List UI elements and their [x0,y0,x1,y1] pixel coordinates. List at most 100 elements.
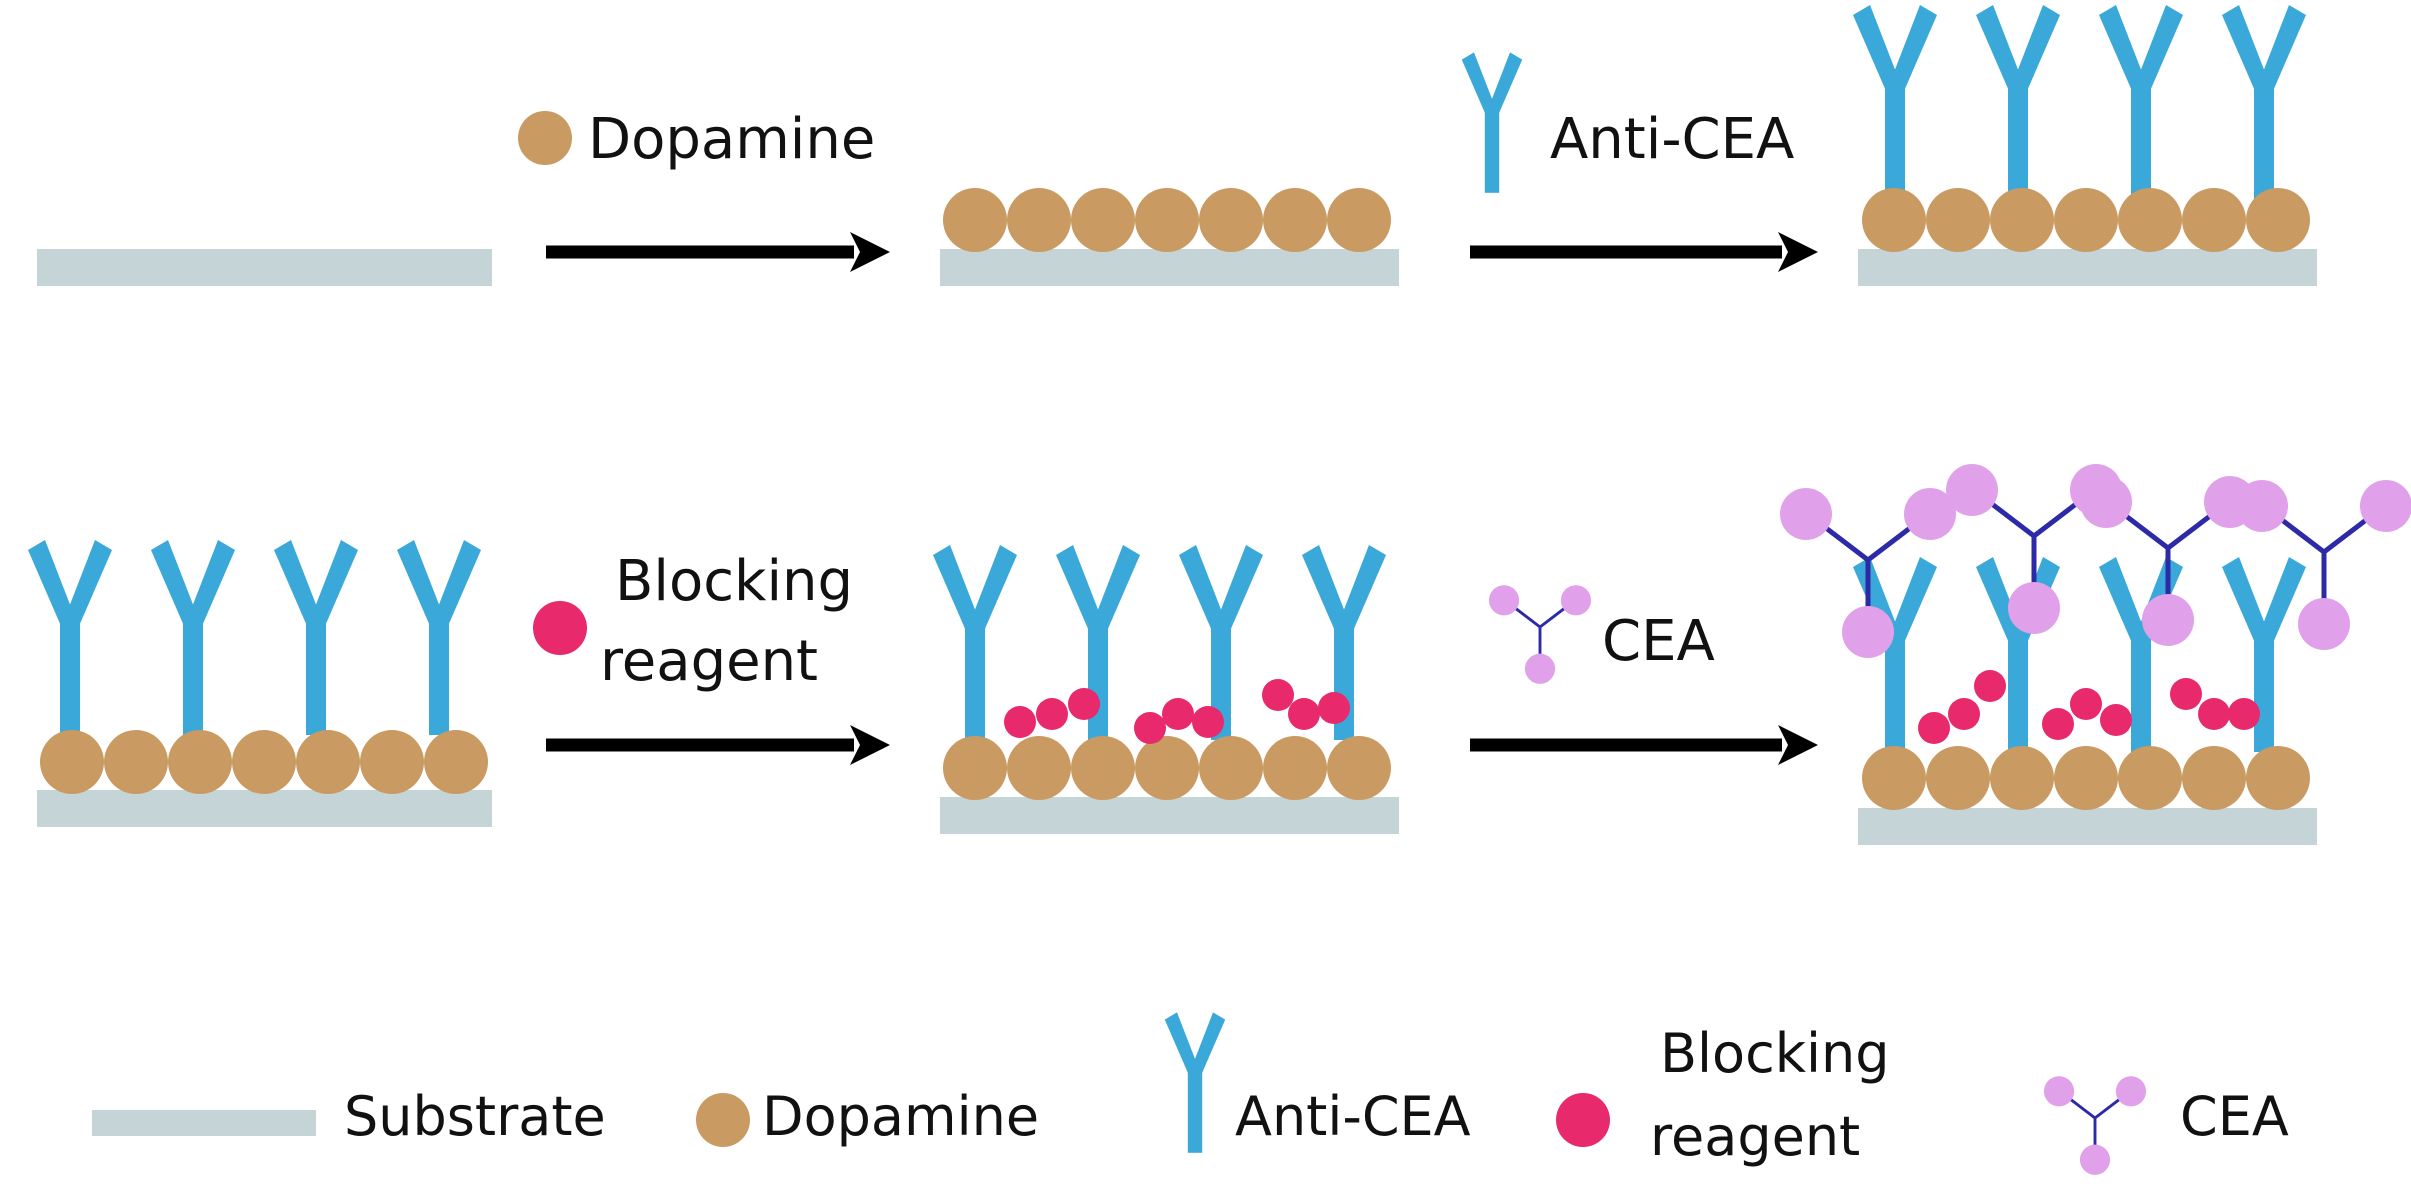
antibody-layer [1853,5,2306,200]
dopamine-layer [40,730,488,794]
dopamine-bead [943,736,1007,800]
substrate [1858,808,2317,845]
blocking-reagent-bead [1162,698,1194,730]
antibody-modified-substrate-start [28,540,492,827]
dopamine-bead [1071,736,1135,800]
blocking-reagent-bead [2228,698,2260,730]
blocked-surface [933,545,1399,834]
dopamine-bead [1199,188,1263,252]
dopamine-bead [1990,188,2054,252]
dopamine-layer [943,188,1391,252]
dopamine-bead [2182,188,2246,252]
dopamine-bead [1862,188,1926,252]
cea-layer [1780,464,2411,658]
blocking-reagent-bead [1318,692,1350,724]
dopamine-bead [360,730,424,794]
anti-cea-antibody [2222,5,2306,200]
substrate [1858,249,2317,286]
dopamine-bead [1327,188,1391,252]
dopamine-bead [1327,736,1391,800]
dopamine-bead [1135,188,1199,252]
blocking-reagent-bead [1134,712,1166,744]
antibody-modified-substrate [1853,5,2317,286]
legend-antibody-icon [1164,1012,1226,1153]
dopamine-bead [2118,746,2182,810]
legend-substrate-swatch [92,1110,316,1136]
anti-cea-antibody [1853,5,1937,200]
dopamine-bead [296,730,360,794]
legend-substrate-label: Substrate [344,1085,606,1148]
anti-cea-antibody [2099,5,2183,200]
step-2-label: Anti-CEA [1550,107,1794,172]
blocking-reagent-bead [1948,698,1980,730]
dopamine-bead [1007,736,1071,800]
dopamine-bead [1135,736,1199,800]
dopamine-bead [2182,746,2246,810]
anti-cea-antibody [274,540,358,735]
step-4-label: CEA [1602,609,1715,674]
blocking-reagent-bead [1288,698,1320,730]
dopamine-bead [2246,188,2310,252]
dopamine-bead [1071,188,1135,252]
dopamine-bead [232,730,296,794]
blocking-reagent-bead [1004,706,1036,738]
blocking-reagent-bead [1068,688,1100,720]
dopamine-coated-substrate [940,188,1399,286]
blocking-reagent-bead [2042,708,2074,740]
anti-cea-antibody [28,540,112,735]
anti-cea-antibody [151,540,235,735]
row-1: Dopamine Anti-CEA [37,5,2317,286]
antibody-layer [28,540,481,735]
dopamine-bead [2118,188,2182,252]
legend-blocking-swatch [1556,1093,1610,1147]
dopamine-bead [2246,746,2310,810]
dopamine-layer [1862,188,2310,252]
dopamine-bead [1990,746,2054,810]
blocking-reagent-icon [533,601,587,655]
dopamine-icon [518,111,572,165]
cea-bound-surface [1780,464,2411,845]
blocking-reagent-bead [1918,712,1950,744]
dopamine-bead [1926,746,1990,810]
dopamine-bead [1007,188,1071,252]
blocking-reagent-bead [2170,678,2202,710]
dopamine-bead [1199,736,1263,800]
cea-molecule [2080,476,2256,646]
dopamine-bead [1926,188,1990,252]
blocking-reagent-bead [2198,698,2230,730]
legend: Substrate Dopamine Anti-CEA Blocking rea… [92,1012,2289,1177]
substrate [940,797,1399,834]
legend-anti-cea-label: Anti-CEA [1235,1085,1471,1148]
legend-dopamine-swatch [696,1093,750,1147]
dopamine-bead [2054,746,2118,810]
row-2: Blocking reagent CEA [28,464,2411,845]
blocking-reagent-bead [1192,706,1224,738]
dopamine-bead [40,730,104,794]
blocking-reagent-bead [1036,698,1068,730]
anti-cea-antibody [397,540,481,735]
anti-cea-antibody [933,545,1017,740]
blocking-reagent-bead [2100,704,2132,736]
dopamine-bead [943,188,1007,252]
dopamine-bead [104,730,168,794]
blocking-reagent-layer [1918,670,2260,744]
dopamine-bead [1263,736,1327,800]
dopamine-bead [424,730,488,794]
dopamine-bead [2054,188,2118,252]
legend-cea-icon [2042,1074,2148,1177]
dopamine-layer [943,736,1391,800]
substrate [940,249,1399,286]
anti-cea-antibody [1976,5,2060,200]
substrate [37,790,492,827]
legend-cea-label: CEA [2180,1085,2289,1148]
legend-blocking-label-line1: Blocking [1660,1022,1890,1085]
legend-blocking-label-line2: reagent [1650,1105,1860,1168]
blocking-reagent-bead [1262,679,1294,711]
dopamine-bead [168,730,232,794]
blocking-reagent-bead [2070,688,2102,720]
step-1-label: Dopamine [588,107,875,172]
dopamine-layer [1862,746,2310,810]
legend-dopamine-label: Dopamine [762,1085,1039,1148]
step-3-label-line1: Blocking [615,549,853,614]
